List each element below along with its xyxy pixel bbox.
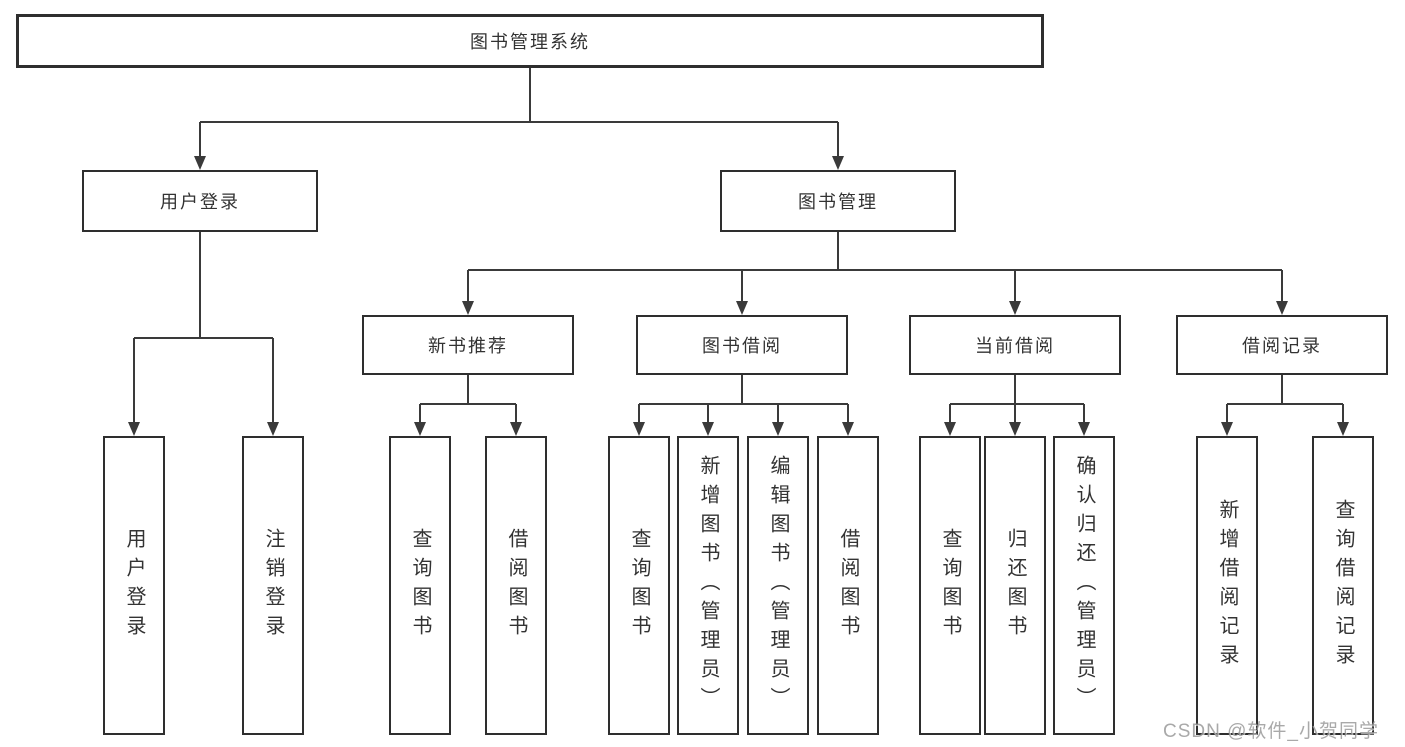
node-new-book-recommend: 新书推荐 (362, 315, 574, 375)
leaf-return-books-label: 归还图书 (1004, 527, 1026, 644)
leaf-confirm-return-admin-label: 确认归还（管理员） (1073, 455, 1095, 716)
node-book-management-label: 图书管理 (798, 192, 878, 212)
node-borrow-records: 借阅记录 (1176, 315, 1388, 375)
node-current-borrow-label: 当前借阅 (975, 336, 1055, 356)
leaf-add-books-admin: 新增图书（管理员） (677, 436, 739, 735)
leaf-edit-books-admin: 编辑图书（管理员） (747, 436, 809, 735)
node-user-login-label: 用户登录 (160, 192, 240, 212)
csdn-watermark: CSDN @软件_小贺同学 (1163, 721, 1379, 742)
leaf-edit-books-admin-label: 编辑图书（管理员） (767, 455, 789, 716)
leaf-query-borrow-record-label: 查询借阅记录 (1332, 498, 1354, 673)
leaf-query-books-recommend-label: 查询图书 (409, 527, 431, 644)
leaf-user-login: 用户登录 (103, 436, 165, 735)
leaf-query-books-current-label: 查询图书 (939, 527, 961, 644)
leaf-return-books: 归还图书 (984, 436, 1046, 735)
node-book-management: 图书管理 (720, 170, 956, 232)
node-book-borrow-label: 图书借阅 (702, 336, 782, 356)
leaf-user-login-label: 用户登录 (123, 527, 145, 644)
node-borrow-records-label: 借阅记录 (1242, 336, 1322, 356)
leaf-query-books-current: 查询图书 (919, 436, 981, 735)
leaf-borrow-books-recommend-label: 借阅图书 (505, 527, 527, 644)
leaf-query-books-borrow: 查询图书 (608, 436, 670, 735)
node-user-login: 用户登录 (82, 170, 318, 232)
leaf-confirm-return-admin: 确认归还（管理员） (1053, 436, 1115, 735)
arrowheads (128, 156, 1349, 436)
node-new-book-recommend-label: 新书推荐 (428, 336, 508, 356)
node-book-borrow: 图书借阅 (636, 315, 848, 375)
leaf-query-books-recommend: 查询图书 (389, 436, 451, 735)
leaf-add-borrow-record-label: 新增借阅记录 (1216, 498, 1238, 673)
node-current-borrow: 当前借阅 (909, 315, 1121, 375)
root-node-label: 图书管理系统 (470, 32, 590, 52)
leaf-borrow-books-label: 借阅图书 (837, 527, 859, 644)
leaf-logout: 注销登录 (242, 436, 304, 735)
leaf-borrow-books: 借阅图书 (817, 436, 879, 735)
leaf-query-borrow-record: 查询借阅记录 (1312, 436, 1374, 735)
leaf-borrow-books-recommend: 借阅图书 (485, 436, 547, 735)
leaf-logout-label: 注销登录 (262, 527, 284, 644)
leaf-add-books-admin-label: 新增图书（管理员） (697, 455, 719, 716)
leaf-add-borrow-record: 新增借阅记录 (1196, 436, 1258, 735)
leaf-query-books-borrow-label: 查询图书 (628, 527, 650, 644)
root-node-library-system: 图书管理系统 (16, 14, 1044, 68)
